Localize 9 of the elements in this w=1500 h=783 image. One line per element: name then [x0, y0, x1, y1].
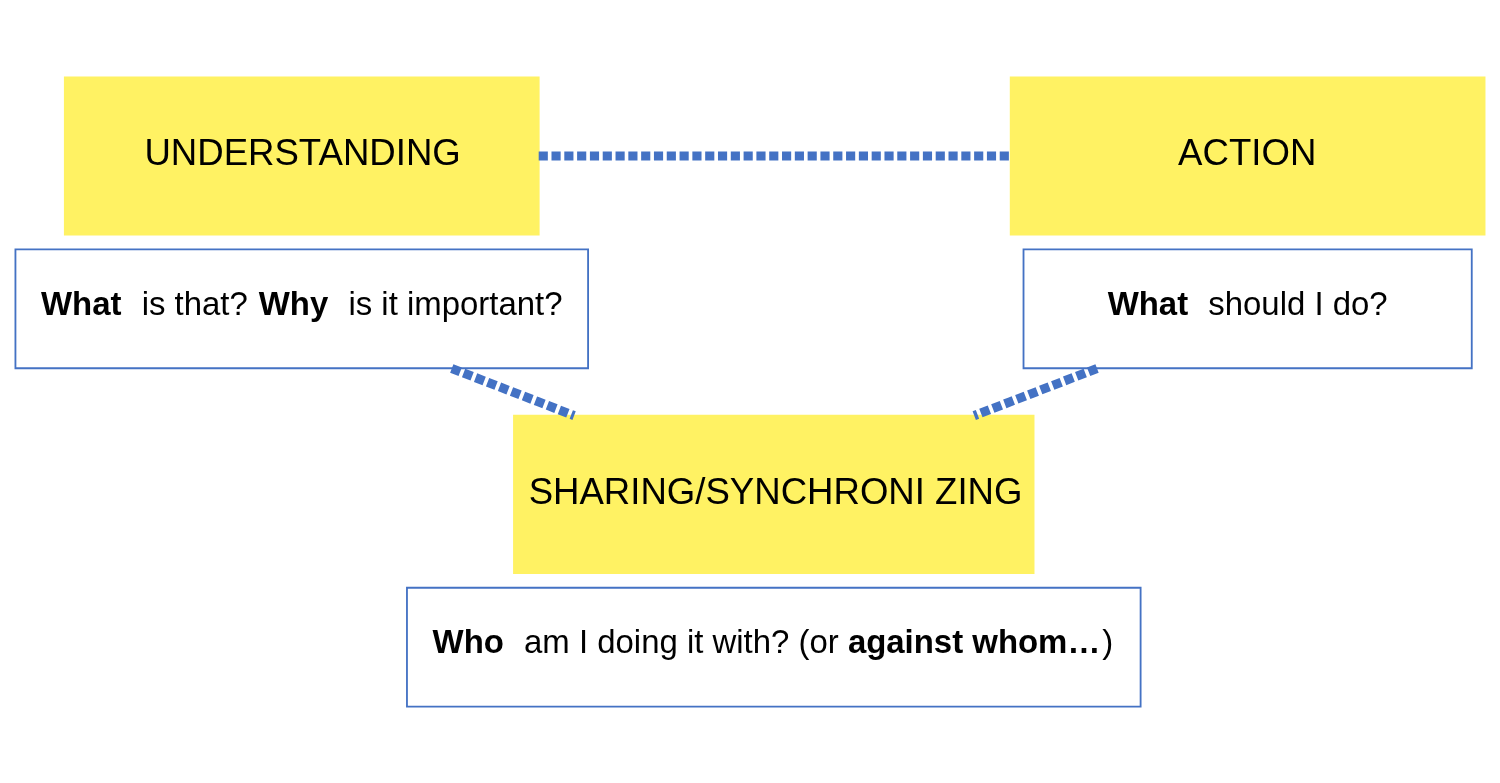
node-box: ACTION: [1009, 75, 1486, 236]
node-box: UNDERSTANDING: [63, 75, 540, 236]
node-box: Who am I doing it with? (or against whom…): [406, 586, 1142, 708]
connector: [972, 363, 1099, 420]
connector: [450, 363, 576, 420]
node-box: What should I do?: [1022, 247, 1473, 369]
node-box: What is that? Why is it important?: [14, 247, 589, 369]
node-box: SHARING/SYNCHRONI ZING: [513, 414, 1035, 574]
connector: [538, 150, 1011, 161]
